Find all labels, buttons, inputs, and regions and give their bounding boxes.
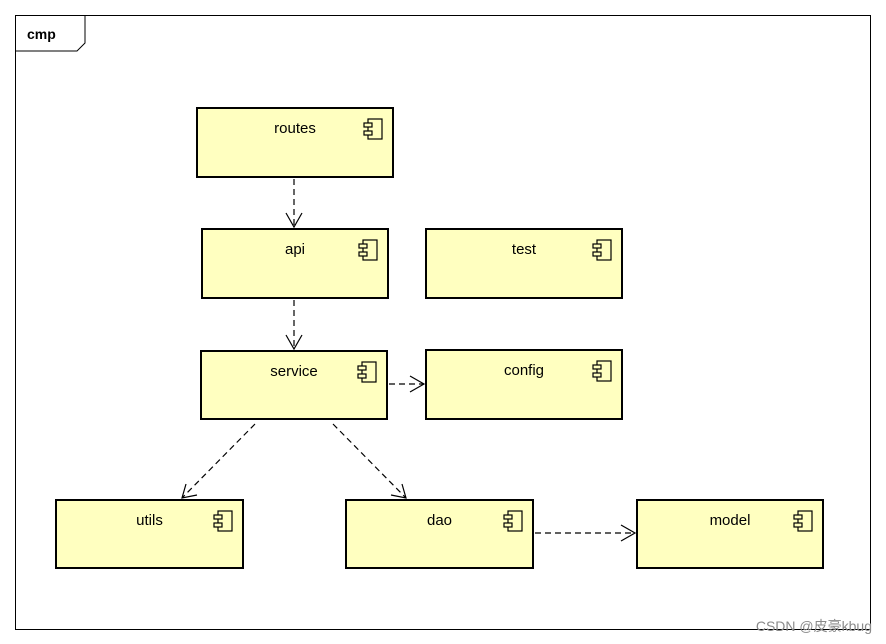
component-label: utils	[136, 512, 163, 529]
component-icon	[592, 239, 612, 261]
component-config[interactable]: config	[425, 349, 623, 420]
component-label: test	[511, 241, 537, 258]
component-icon	[213, 510, 233, 532]
component-utils[interactable]: utils	[55, 499, 244, 569]
component-icon	[358, 239, 378, 261]
component-label: api	[284, 241, 306, 258]
dependency-arrow-service-dao	[332, 423, 407, 499]
component-icon	[793, 510, 813, 532]
frame-title: cmp	[27, 26, 56, 42]
dependency-arrow-service-utils	[181, 423, 256, 499]
component-icon	[357, 361, 377, 383]
component-icon	[363, 118, 383, 140]
component-label: routes	[274, 120, 316, 137]
component-service[interactable]: service	[200, 350, 388, 420]
component-dao[interactable]: dao	[345, 499, 534, 569]
component-icon	[503, 510, 523, 532]
component-label: dao	[426, 512, 453, 529]
component-model[interactable]: model	[636, 499, 824, 569]
dependency-arrow-routes-api	[285, 179, 303, 229]
component-label: service	[270, 363, 318, 380]
component-routes[interactable]: routes	[196, 107, 394, 178]
dependency-arrow-api-service	[285, 300, 303, 351]
dependency-arrow-dao-model	[535, 524, 637, 542]
diagram-frame	[15, 15, 871, 630]
component-label: config	[503, 362, 545, 379]
dependency-arrow-service-config	[389, 375, 426, 393]
watermark: CSDN @皮豪kbug	[755, 618, 872, 634]
component-api[interactable]: api	[201, 228, 389, 299]
component-icon	[592, 360, 612, 382]
component-label: model	[709, 512, 751, 529]
frame-title-tab	[15, 15, 86, 52]
component-test[interactable]: test	[425, 228, 623, 299]
